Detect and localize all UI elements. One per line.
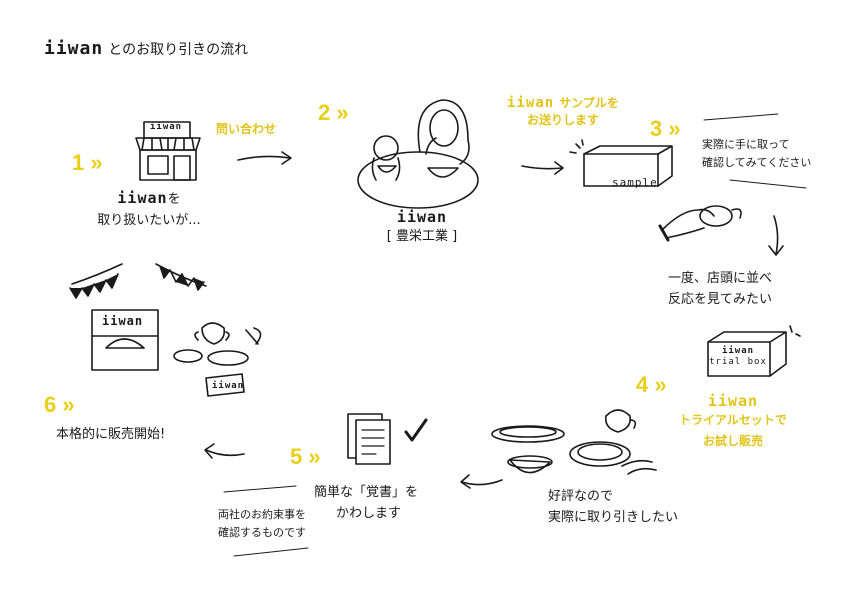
sample-line1: サンプルを: [559, 96, 619, 110]
sample-block: iiwan サンプルを お送りします: [488, 92, 638, 128]
divider-line: [703, 113, 807, 189]
display-sign: iiwan: [102, 314, 144, 328]
step-5-text: 簡単な「覚書」を かわします: [314, 482, 418, 524]
step-6-number: 6 »: [44, 392, 75, 417]
step-4-note2: 実際に取り引きしたい: [548, 510, 679, 525]
step-3-number: 3 »: [650, 116, 681, 141]
step-2-company: [ 豊栄工業 ]: [386, 229, 458, 244]
display-card: iiwan: [212, 381, 245, 391]
step-5-line1: 簡単な「覚書」を: [314, 485, 419, 500]
step-3-note: 一度、店頭に並べ 反応を見てみたい: [668, 268, 772, 310]
step-5-line2: かわします: [336, 506, 402, 521]
arrow-left-icon: [204, 443, 245, 459]
step-3-text: 実際に手に取って 確認してみてください: [702, 136, 811, 172]
step-2-number: 2 »: [318, 100, 349, 125]
arrow-left-icon: [460, 474, 503, 489]
header-brand: iiwan: [44, 38, 104, 59]
people-icon: [357, 99, 479, 209]
tableware-icon: [491, 409, 657, 475]
box-icon: [569, 139, 673, 187]
step-4-number: 4 »: [636, 372, 667, 397]
shop-icon: [135, 121, 201, 181]
step-3-note2: 反応を見てみたい: [668, 292, 773, 307]
box-label: sample: [612, 176, 658, 189]
step-1-number: 1 »: [72, 150, 103, 175]
step-2-brand: iiwan: [396, 208, 448, 226]
step-1-line1: を: [167, 192, 181, 207]
step-6-text: 本格的に販売開始!: [56, 427, 166, 442]
sample-brand: iiwan: [507, 95, 555, 111]
step-1-text: iiwanを 取り扱いたいが...: [84, 188, 214, 231]
step-5-note1: 両社のお約束事を: [218, 508, 306, 521]
step-1-line2: 取り扱いたいが...: [97, 213, 201, 228]
step-4-line2: お試し販売: [702, 434, 763, 448]
step-4-brand: iiwan: [707, 392, 759, 410]
trial-box-brand: iiwan: [721, 346, 755, 356]
step-4-note1: 好評なので: [548, 489, 614, 504]
arrow-right-icon: [237, 151, 292, 165]
step-5-note: 両社のお約束事を 確認するものです: [202, 506, 322, 542]
sample-line2: お送りします: [526, 113, 599, 127]
arrow-down-icon: [768, 215, 784, 256]
header-title: とのお取り引きの流れ: [108, 42, 249, 58]
step-2-company-block: iiwan [ 豊栄工業 ]: [362, 208, 482, 247]
trial-box-icon: [707, 325, 801, 377]
step-1-brand: iiwan: [117, 189, 168, 207]
step-4-line1: トライアルセットで: [679, 413, 787, 427]
shop-sign: iiwan: [150, 122, 183, 132]
step-4-note: 好評なので 実際に取り引きしたい: [548, 486, 678, 528]
step-5-note2: 確認するものです: [218, 526, 306, 539]
page-header: iiwan とのお取り引きの流れ: [44, 38, 248, 59]
step-3-line2: 確認してみてください: [702, 156, 812, 169]
step-4-text: iiwan トライアルセットで お試し販売: [668, 392, 798, 452]
step-3-line1: 実際に手に取って: [702, 138, 790, 151]
document-icon: [347, 413, 428, 465]
store-display-icon: [69, 263, 262, 397]
step-5-number: 5 »: [290, 444, 321, 469]
step-3-note1: 一度、店頭に並べ: [668, 271, 773, 286]
arrow-right-icon: [521, 161, 564, 175]
trial-box-text: trial box: [709, 357, 767, 367]
hand-cup-icon: [658, 205, 742, 242]
trial-box-label: iiwan trial box: [708, 346, 768, 368]
divider-line: [223, 485, 309, 557]
inquiry-label: 問い合わせ: [216, 122, 277, 136]
